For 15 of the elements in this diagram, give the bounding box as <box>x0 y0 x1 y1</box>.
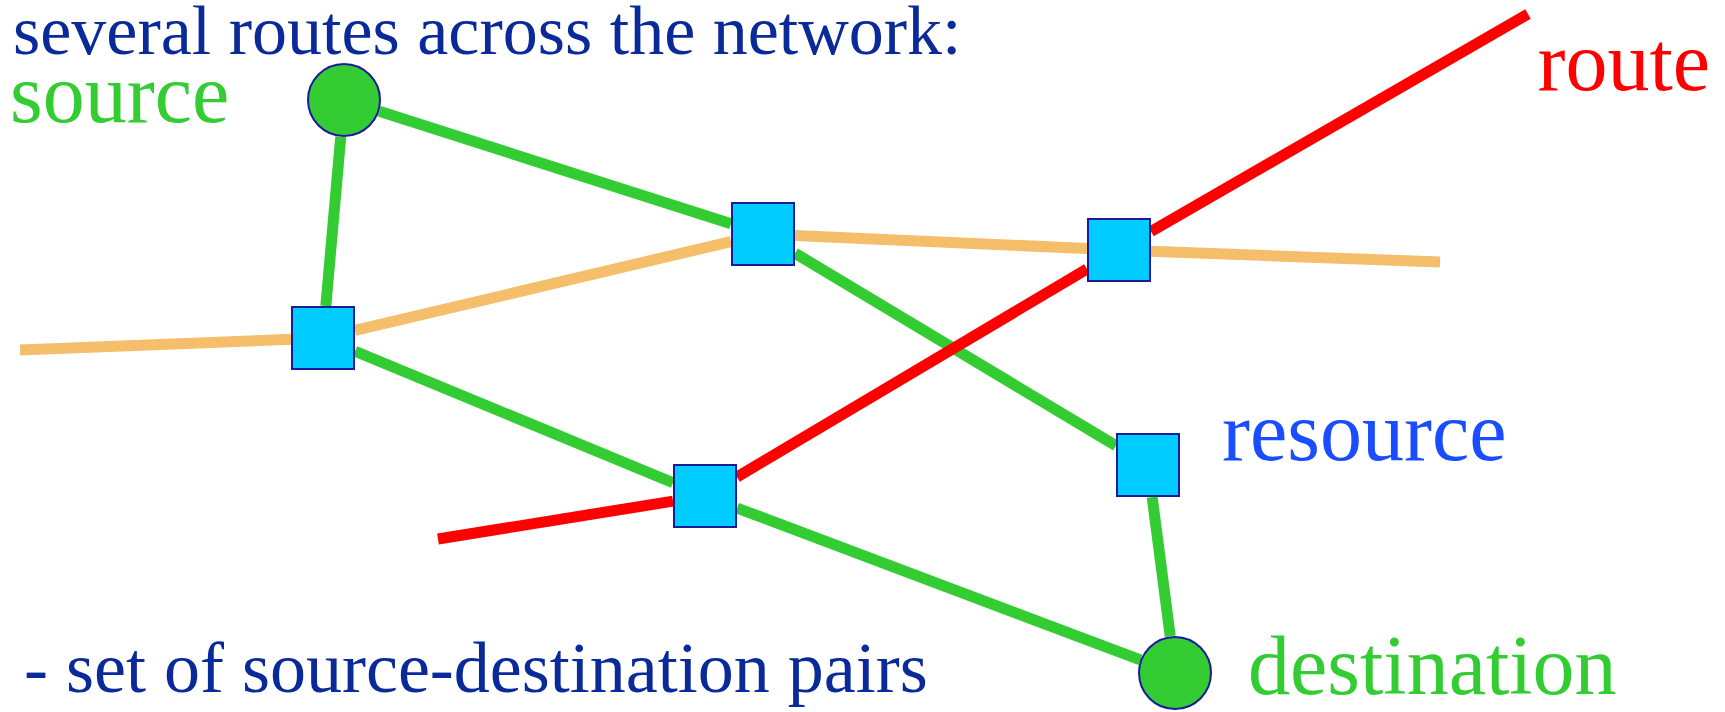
resource-square <box>1087 218 1151 282</box>
network-link <box>377 106 733 229</box>
resource-square <box>291 306 355 370</box>
route-label: route <box>1537 20 1710 104</box>
resource-square <box>731 202 795 266</box>
resource-square <box>673 464 737 528</box>
network-link <box>320 136 347 307</box>
network-link <box>794 229 1088 255</box>
resource-square <box>1116 433 1180 497</box>
network-link <box>1146 496 1176 638</box>
network-link <box>19 333 292 356</box>
network-link <box>437 495 674 545</box>
node-caption: resource <box>1222 390 1507 474</box>
network-link <box>1150 245 1441 268</box>
node-caption: destination <box>1248 624 1617 708</box>
